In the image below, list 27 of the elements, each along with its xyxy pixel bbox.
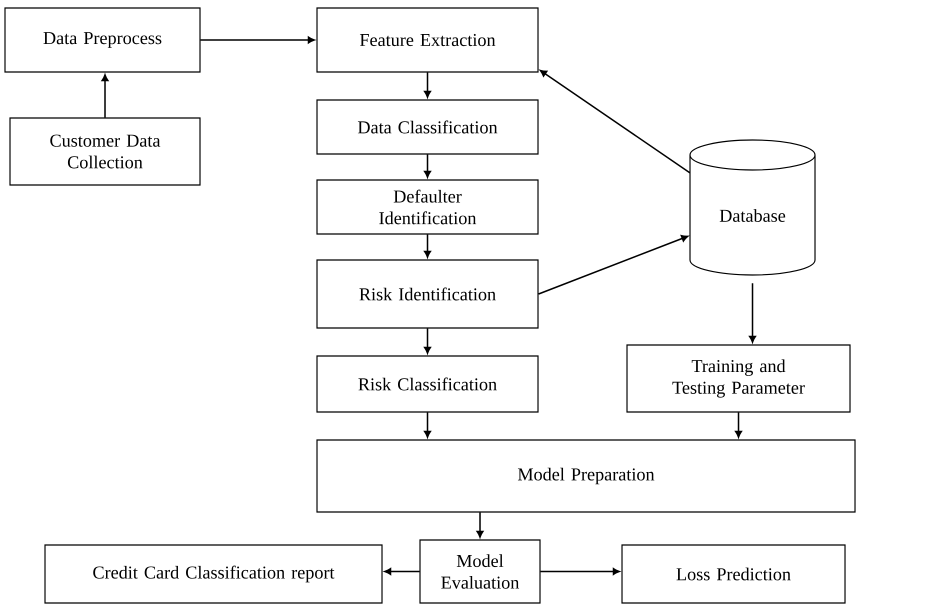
arrow [734, 412, 742, 438]
arrow [424, 234, 432, 258]
process-box: Customer Data Collection [9, 117, 201, 186]
arrow [424, 412, 432, 438]
arrow [540, 70, 690, 174]
process-box: Model Preparation [316, 439, 856, 513]
process-box: Credit Card Classification report [44, 544, 383, 604]
process-box: Defaulter Identification [316, 179, 539, 235]
process-box: Model Evaluation [419, 539, 541, 604]
arrow [538, 235, 688, 295]
process-box: Training and Testing Parameter [626, 344, 851, 413]
arrow [476, 512, 484, 538]
arrow [424, 72, 432, 98]
arrow [200, 36, 315, 44]
arrow [424, 328, 432, 354]
process-box: Data Classification [316, 99, 539, 155]
arrow [424, 154, 432, 178]
process-box: Risk Classification [316, 355, 539, 413]
arrow [384, 568, 420, 576]
database-cylinder: Database [689, 139, 816, 276]
process-box: Data Preprocess [4, 7, 201, 73]
arrow [748, 283, 756, 343]
process-box: Feature Extraction [316, 7, 539, 73]
process-box: Risk Identification [316, 259, 539, 329]
arrow [101, 74, 109, 118]
arrow [540, 568, 620, 576]
process-box: Loss Prediction [621, 544, 846, 604]
